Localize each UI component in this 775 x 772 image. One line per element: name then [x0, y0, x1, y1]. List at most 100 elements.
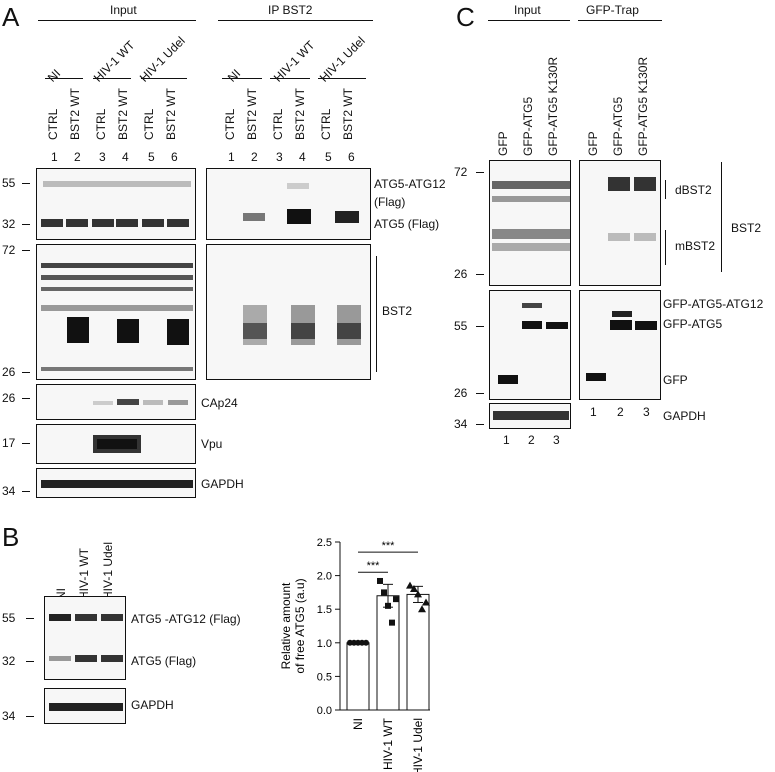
data-point — [410, 585, 418, 593]
y-tick-label: 0.0 — [317, 705, 332, 717]
label-cap24: CAp24 — [201, 396, 238, 410]
x-tick-label: HIV-1 WT — [381, 717, 395, 770]
label-vpu: Vpu — [201, 437, 223, 451]
mw-tick — [476, 172, 484, 173]
label-gfp: GFP — [663, 373, 688, 387]
lane-label: GFP-ATG5 K130R — [636, 56, 650, 156]
lane-number: 2 — [74, 150, 81, 164]
blot-atg5-b — [44, 596, 126, 680]
data-point — [389, 619, 395, 626]
lane-number: 5 — [325, 150, 332, 164]
lane-label: CTRL — [46, 108, 60, 140]
group-label-ni-ip: NI — [224, 66, 244, 85]
data-point — [377, 577, 383, 584]
x-tick-label: HIV-1 Udel — [411, 718, 425, 772]
lane-number: 1 — [228, 150, 235, 164]
mw-marker: 26 — [2, 365, 16, 379]
lane-label: GFP-ATG5 — [611, 96, 625, 156]
lane-number: 4 — [122, 150, 129, 164]
mw-marker: 32 — [2, 217, 16, 231]
blot-bands — [492, 181, 570, 251]
blot-atg5-ip — [206, 168, 371, 240]
lane-number: 3 — [99, 150, 106, 164]
blot-atg5-input — [36, 168, 196, 240]
input-header-line-c — [488, 20, 570, 21]
mw-marker: 26 — [454, 386, 468, 400]
label-gapdh-a: GAPDH — [201, 477, 244, 491]
panel-b-letter: B — [2, 522, 20, 552]
group-line — [45, 78, 83, 79]
blot-gapdh-a — [36, 468, 196, 498]
y-axis-label: of free ATG5 (a.u) — [293, 578, 307, 673]
blot-bands — [41, 263, 193, 371]
label-mbst2: mBST2 — [675, 239, 716, 253]
blot-bands — [93, 435, 141, 453]
mw-marker: 72 — [2, 243, 16, 257]
y-tick-label: 1.0 — [317, 638, 332, 650]
blot-gfp-c-input — [489, 290, 571, 400]
data-point — [414, 590, 422, 598]
mw-tick — [476, 424, 484, 425]
data-point — [393, 596, 399, 603]
lane-label: BST2 WT — [245, 87, 259, 140]
blot-vpu — [36, 424, 196, 464]
lane-number: 1 — [590, 405, 597, 419]
y-tick-label: 1.5 — [317, 604, 332, 616]
data-point — [422, 598, 430, 606]
mw-marker: 55 — [2, 176, 16, 190]
mw-marker: 26 — [454, 267, 468, 281]
ip-header: IP BST2 — [268, 3, 313, 17]
dbst2-bracket — [665, 180, 666, 199]
input-header-line — [38, 20, 196, 21]
mw-tick — [22, 250, 30, 251]
mw-marker: 26 — [2, 391, 16, 405]
data-point — [381, 589, 387, 596]
lane-number: 1 — [503, 433, 510, 447]
label-atg5-atg12: ATG5-ATG12 — [374, 177, 446, 191]
sig-label: *** — [382, 540, 396, 552]
lane-label: CTRL — [319, 108, 333, 140]
mw-tick — [26, 716, 34, 717]
label-gfp-atg5: GFP-ATG5 — [663, 317, 723, 331]
trap-header-line — [578, 20, 662, 21]
label-atg5-atg12-b: ATG5 -ATG12 (Flag) — [131, 612, 241, 626]
lane-label: BST2 WT — [116, 87, 130, 140]
label-bst2: BST2 — [382, 304, 413, 318]
lane-number: 1 — [51, 150, 58, 164]
x-tick-label: NI — [351, 718, 365, 730]
ip-header-line — [218, 20, 373, 21]
group-label-ni-input: NI — [44, 66, 64, 85]
mw-tick — [22, 398, 30, 399]
label-gfp-atg5-atg12: GFP-ATG5-ATG12 — [663, 297, 764, 311]
mw-marker: 72 — [454, 165, 468, 179]
group-line — [318, 78, 366, 79]
blot-bands — [498, 303, 568, 384]
data-point — [406, 581, 414, 589]
lane-number: 6 — [171, 150, 178, 164]
blot-bst2-input — [36, 244, 196, 380]
y-tick-label: 0.5 — [317, 671, 332, 683]
blot-bst2-c-input — [489, 160, 571, 286]
mw-marker: 17 — [2, 436, 16, 450]
lane-label: CTRL — [94, 108, 108, 140]
lane-label: GFP-ATG5 K130R — [546, 56, 560, 156]
lane-number: 2 — [617, 405, 624, 419]
sig-label: *** — [367, 560, 381, 572]
trap-header: GFP-Trap — [586, 3, 639, 17]
mw-tick — [22, 183, 30, 184]
mw-marker: 34 — [2, 709, 16, 723]
mw-tick — [476, 274, 484, 275]
blot-cap24 — [36, 384, 196, 420]
mw-tick — [22, 443, 30, 444]
lane-label: CTRL — [271, 108, 285, 140]
blot-bst2-c-trap — [579, 160, 661, 286]
mw-tick — [476, 393, 484, 394]
lane-number: 2 — [251, 150, 258, 164]
mw-marker: 34 — [454, 417, 468, 431]
group-line — [270, 78, 310, 79]
blot-bst2-ip — [206, 244, 371, 380]
blot-gapdh-c — [489, 403, 571, 429]
lane-label: HIV-1 Udel — [101, 541, 115, 600]
input-header-c: Input — [514, 3, 541, 17]
lane-label: BST2 WT — [164, 87, 178, 140]
